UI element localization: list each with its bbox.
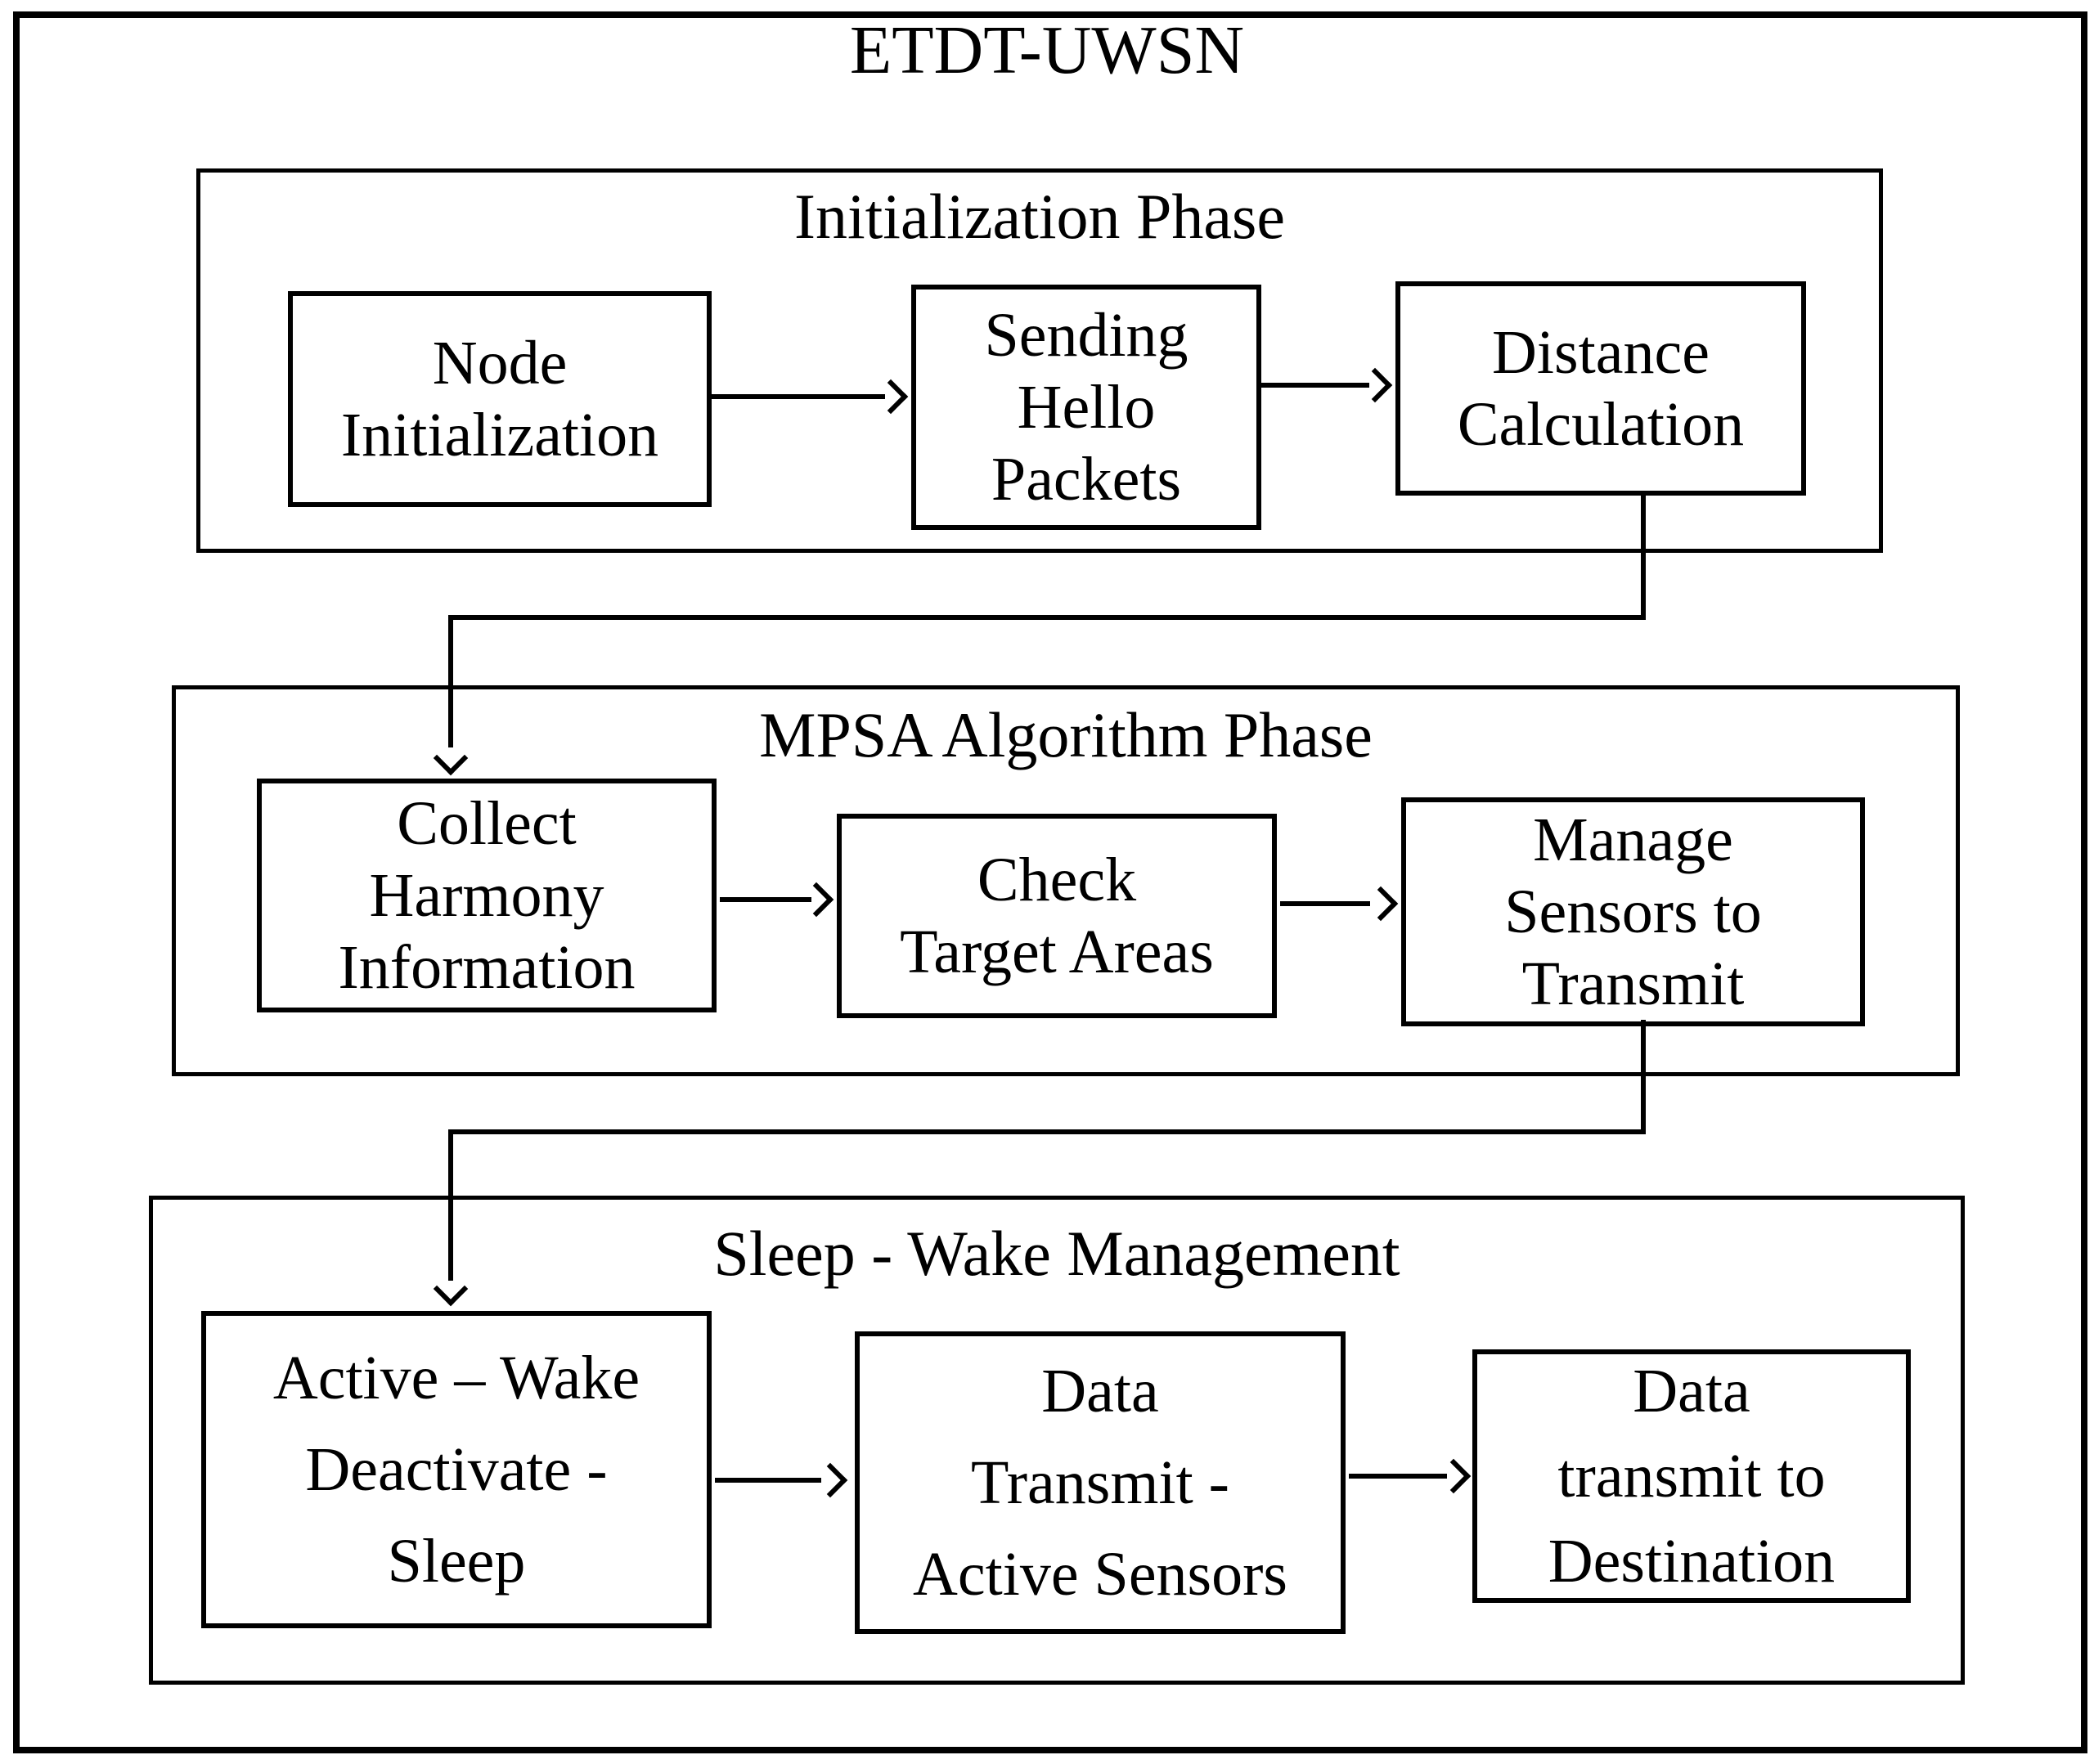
arrow-datatransmit-to-destination [1349, 1474, 1447, 1479]
box-manage-sensors-to-transmit: Manage Sensors to Transmit [1401, 797, 1865, 1026]
box-data-transmit-to-destination: Data transmit to Destination [1472, 1349, 1911, 1603]
box-node-initialization: Node Initialization [288, 291, 712, 507]
box-distance-calculation: Distance Calculation [1395, 281, 1806, 496]
box-collect-harmony-information: Collect Harmony Information [257, 779, 717, 1012]
arrow-hello-to-distance [1261, 383, 1369, 388]
connector-manage-to-active-horizontal-segment [448, 1129, 1646, 1134]
diagram-title: ETDT-UWSN [849, 12, 1245, 88]
phase-sleep-wake-management-label: Sleep - Wake Management [713, 1218, 1400, 1289]
connector-manage-to-active-drop-segment [448, 1129, 453, 1281]
phase-mpsa-algorithm-label: MPSA Algorithm Phase [759, 699, 1373, 770]
arrow-collect-to-check [720, 897, 811, 902]
phase-sleep-wake-management: Sleep - Wake Management [149, 1196, 1965, 1685]
phase-initialization: Initialization Phase [196, 168, 1883, 553]
connector-distance-to-collect-down-segment [1641, 496, 1646, 620]
diagram-border [13, 11, 2087, 1753]
box-sending-hello-packets: Sending Hello Packets [911, 285, 1261, 530]
arrow-check-to-manage [1280, 901, 1370, 906]
phase-initialization-label: Initialization Phase [793, 181, 1285, 252]
connector-distance-to-collect-drop-segment [448, 615, 453, 747]
phase-mpsa-algorithm: MPSA Algorithm Phase [172, 685, 1960, 1076]
arrow-active-to-datatransmit [715, 1478, 821, 1483]
box-data-transmit-active-sensors: Data Transmit - Active Sensors [855, 1331, 1346, 1634]
box-active-wake-deactivate-sleep: Active – Wake Deactivate - Sleep [201, 1311, 712, 1628]
connector-distance-to-collect-horizontal-segment [448, 615, 1646, 620]
box-check-target-areas: Check Target Areas [837, 814, 1277, 1018]
arrow-node-to-hello [712, 394, 885, 399]
connector-manage-to-active-down-segment [1641, 1020, 1646, 1134]
